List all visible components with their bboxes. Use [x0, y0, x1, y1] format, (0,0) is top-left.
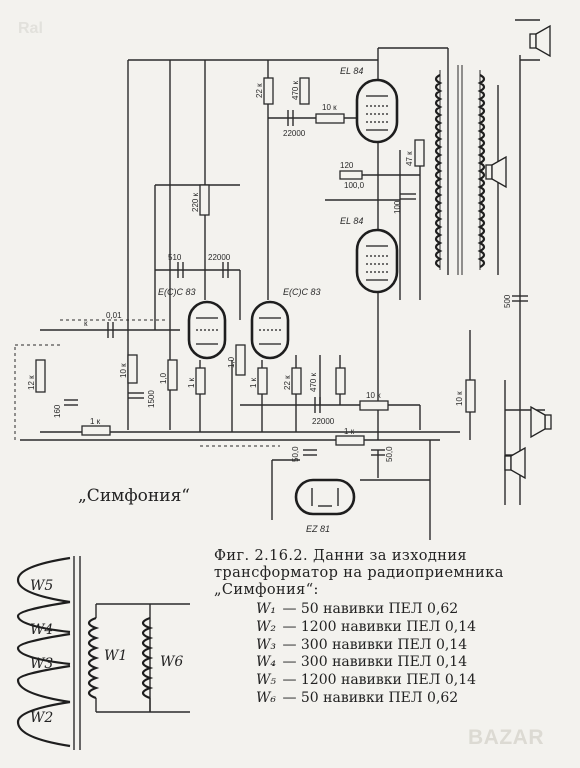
winding-row: W₁ — 50 навивки ПЕЛ 0,62 [256, 601, 476, 619]
label-switch-k: к [84, 319, 88, 328]
label-r-470k-b: 470 к [309, 372, 318, 392]
label-r-10k-grid: 10 к [322, 103, 337, 112]
label-c-001: 0,01 [106, 311, 122, 320]
caption-line-1: Фиг. 2.16.2. Данни за изходния [214, 548, 467, 564]
wiring [14, 19, 545, 540]
component-labels: 22 к 470 к 10 к 22000 120 100,0 47 к 100… [27, 80, 512, 462]
winding-name: W₆ [256, 689, 277, 706]
schematic-title: „Симфония“ [78, 486, 190, 506]
label-r-10k-pot: 10 к [119, 363, 128, 378]
label-r-10-b: 1,0 [227, 356, 236, 368]
label-r-47k: 47 к [405, 151, 414, 166]
label-r-1k-filter: 1 к [344, 427, 355, 436]
label-c-22000-bottom: 22000 [312, 417, 335, 426]
winding-name: W₅ [256, 672, 277, 689]
label-r-10k-right: 10 к [455, 391, 464, 406]
label-r-120: 120 [340, 161, 354, 170]
winding-row: W₃ — 300 навивки ПЕЛ 0,14 [256, 637, 476, 655]
winding-name: W₂ [256, 618, 277, 635]
caption-line-3: „Симфония“: [214, 582, 319, 598]
watermark-ral: Ral [18, 20, 43, 37]
winding-value: — 50 навивки ПЕЛ 0,62 [282, 601, 459, 617]
label-r-470k-top: 470 к [291, 80, 300, 100]
winding-name: W₁ [256, 601, 277, 617]
label-r-1k-a: 1 к [187, 377, 196, 388]
label-r-22k-top: 22 к [255, 83, 264, 98]
tube-el84-lower [355, 228, 399, 294]
speaker-icon-bottom [504, 446, 526, 480]
label-c-100: 100,0 [344, 181, 365, 190]
label-r-10-a: 1,0 [159, 372, 168, 384]
winding-label-w4: W4 [30, 622, 53, 638]
speaker-icon-mid [485, 155, 507, 189]
winding-row: W₂ — 1200 навивки ПЕЛ 0,14 [256, 619, 476, 637]
winding-label-w3: W3 [30, 656, 53, 672]
tube-el84-upper [355, 78, 399, 144]
winding-value: — 1200 навивки ПЕЛ 0,14 [282, 672, 477, 689]
label-c-22000-top: 22000 [283, 129, 306, 138]
winding-row: W₅ — 1200 навивки ПЕЛ 0,14 [256, 672, 476, 690]
label-c-100-small: 100 [393, 200, 402, 214]
winding-value: — 300 навивки ПЕЛ 0,14 [282, 636, 468, 653]
output-transformer [434, 65, 486, 275]
label-c-1500: 1500 [147, 390, 156, 408]
tube-label-el84-lower: EL 84 [340, 216, 363, 226]
winding-value: — 50 навивки ПЕЛ 0,62 [282, 689, 459, 706]
label-r-22k-b: 22 к [283, 375, 292, 390]
capacitors [64, 110, 528, 456]
resistors [35, 77, 476, 446]
tube-ez81-rectifier [294, 478, 356, 516]
label-r-1k-b: 1 к [249, 377, 258, 388]
label-c-500: 500 [503, 294, 512, 308]
transformer-winding-drawing [16, 556, 190, 750]
caption-line-2: трансформатор на радиоприемника [214, 565, 504, 581]
winding-label-w6: W6 [160, 654, 183, 670]
label-c-160: 160 [53, 404, 62, 418]
label-r-10k-bottom: 10 к [366, 391, 381, 400]
winding-label-w2: W2 [30, 710, 53, 726]
label-c-510: 510 [168, 253, 182, 262]
tube-label-ecc83-left: E(C)C 83 [158, 287, 196, 297]
winding-label-w1: W1 [104, 648, 127, 664]
winding-value: — 1200 навивки ПЕЛ 0,14 [282, 618, 477, 635]
tube-ecc83-left [187, 300, 227, 360]
speaker-icon-right [530, 405, 552, 439]
figure-caption: Фиг. 2.16.2. Данни за изходния трансформ… [214, 548, 574, 599]
label-c-50-b: 50,0 [385, 446, 394, 462]
winding-value: — 300 навивки ПЕЛ 0,14 [282, 654, 468, 671]
label-c-22000-mid: 22000 [208, 253, 231, 262]
tube-label-ez81: EZ 81 [306, 524, 330, 534]
speaker-icon-top [529, 24, 551, 58]
winding-name: W₄ [256, 654, 277, 671]
winding-label-w5: W5 [30, 578, 53, 594]
winding-list: W₁ — 50 навивки ПЕЛ 0,62 W₂ — 1200 навив… [256, 601, 476, 708]
label-r-220k: 220 к [191, 192, 200, 212]
tube-label-el84-upper: EL 84 [340, 66, 363, 76]
tube-label-ecc83-right: E(C)C 83 [283, 287, 321, 297]
tube-ecc83-right [250, 300, 290, 360]
winding-row: W₆ — 50 навивки ПЕЛ 0,62 [256, 690, 476, 708]
winding-name: W₃ [256, 636, 277, 653]
label-c-50: 50,0 [291, 446, 300, 462]
winding-row: W₄ — 300 навивки ПЕЛ 0,14 [256, 654, 476, 672]
label-r-12k: 12 к [27, 375, 36, 390]
watermark-bazar: BAZAR [468, 726, 544, 749]
label-r-1k-bottom: 1 к [90, 417, 101, 426]
